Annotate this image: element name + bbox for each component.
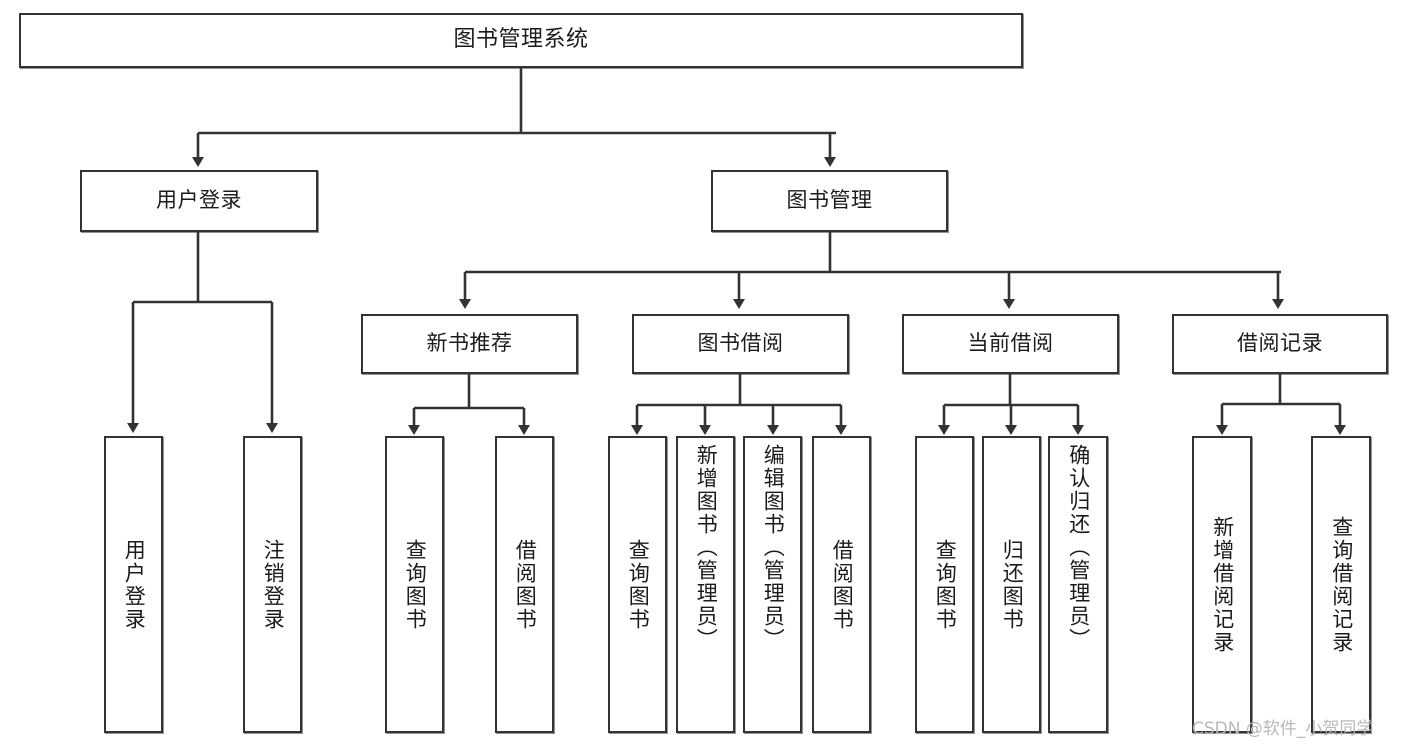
node-label: 图书管理系统 — [453, 27, 589, 53]
node-book-borrow[interactable]: 图书借阅 — [632, 314, 849, 374]
leaf-borrow-record-add[interactable]: 新增借阅记录 — [1192, 436, 1252, 733]
node-label: 借阅图书 — [513, 538, 538, 631]
leaf-current-borrow-query[interactable]: 查询图书 — [915, 436, 974, 733]
leaf-book-borrow-borrow[interactable]: 借阅图书 — [812, 436, 871, 733]
leaf-user-login-logout[interactable]: 注销登录 — [243, 436, 302, 733]
node-label: 用户登录 — [156, 188, 242, 213]
csdn-watermark: CSDN @软件_小贺同学 — [1192, 719, 1374, 739]
leaf-new-book-borrow[interactable]: 借阅图书 — [495, 436, 554, 733]
node-label: 新增借阅记录 — [1210, 515, 1235, 654]
leaf-book-borrow-query[interactable]: 查询图书 — [608, 436, 667, 733]
leaf-book-borrow-add[interactable]: 新增图书（管理员） — [676, 436, 735, 733]
node-label: 借阅记录 — [1237, 331, 1323, 356]
leaf-borrow-record-query[interactable]: 查询借阅记录 — [1311, 436, 1371, 733]
leaf-user-login-login[interactable]: 用户登录 — [104, 436, 163, 733]
node-label: 图书借阅 — [697, 331, 784, 356]
node-label: 查询借阅记录 — [1329, 515, 1354, 654]
node-book-management[interactable]: 图书管理 — [711, 170, 948, 232]
node-borrow-record[interactable]: 借阅记录 — [1172, 314, 1388, 374]
node-label: 图书管理 — [786, 188, 873, 213]
node-label: 确认归还（管理员） — [1066, 444, 1091, 651]
node-current-borrow[interactable]: 当前借阅 — [902, 314, 1119, 374]
leaf-book-borrow-edit[interactable]: 编辑图书（管理员） — [743, 436, 802, 733]
leaf-new-book-query[interactable]: 查询图书 — [385, 436, 444, 733]
node-label: 借阅图书 — [830, 538, 855, 631]
node-root-system[interactable]: 图书管理系统 — [19, 13, 1023, 68]
leaf-current-borrow-confirm[interactable]: 确认归还（管理员） — [1048, 436, 1108, 733]
node-label: 查询图书 — [403, 538, 428, 631]
node-label: 查询图书 — [933, 538, 958, 631]
node-label: 用户登录 — [122, 538, 147, 631]
node-label: 归还图书 — [1000, 538, 1025, 631]
node-label: 查询图书 — [626, 538, 651, 631]
node-label: 当前借阅 — [967, 331, 1054, 356]
leaf-current-borrow-return[interactable]: 归还图书 — [982, 436, 1041, 733]
node-label: 新书推荐 — [426, 331, 513, 356]
node-user-login[interactable]: 用户登录 — [80, 170, 318, 232]
node-label: 编辑图书（管理员） — [761, 444, 786, 651]
node-new-book-recommend[interactable]: 新书推荐 — [361, 314, 578, 374]
node-label: 注销登录 — [261, 538, 286, 631]
node-label: 新增图书（管理员） — [694, 444, 719, 651]
